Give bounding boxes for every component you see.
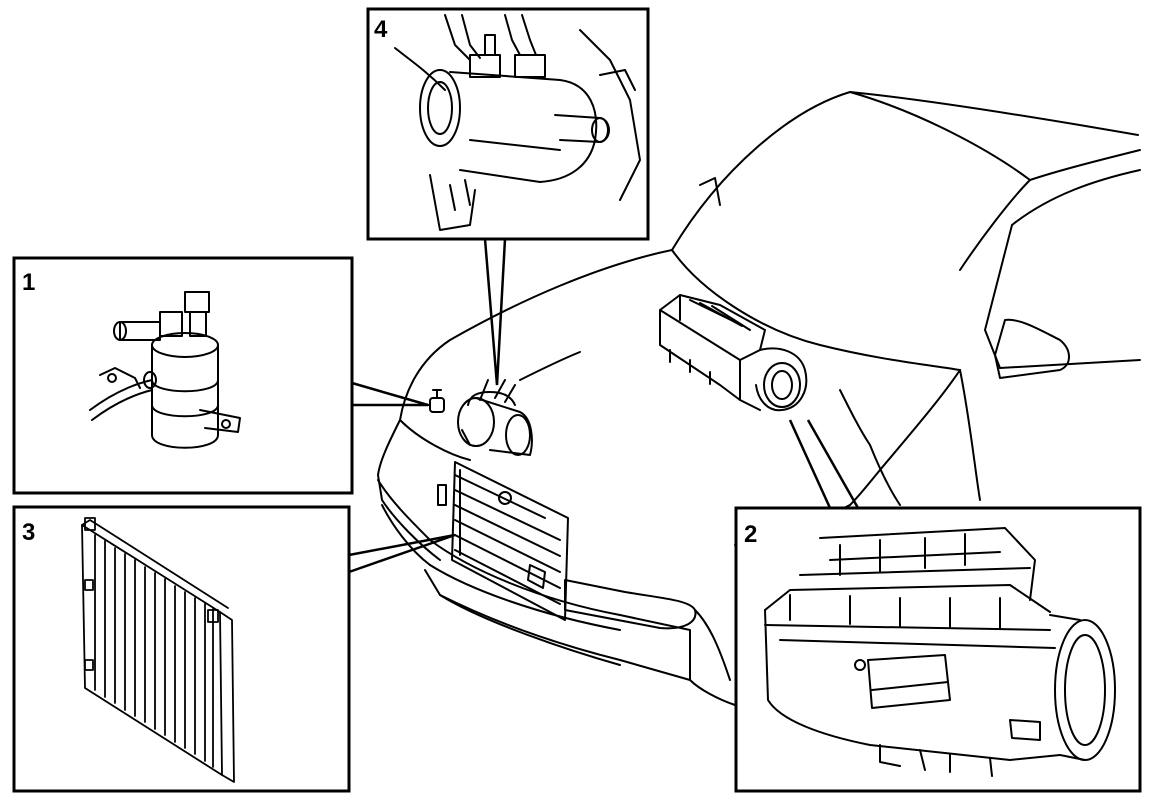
receiver-drier-drawing — [89, 291, 241, 449]
condenser-in-car — [437, 461, 569, 621]
panel-2-pointer — [788, 419, 860, 509]
compressor-drawing — [394, 14, 641, 231]
panel-1-pointer — [351, 381, 429, 407]
evaporator-in-car — [659, 294, 808, 412]
panel-4-pointer — [483, 238, 507, 386]
condenser-drawing — [81, 517, 235, 783]
panel-receiver-drier: 1 — [12, 256, 429, 495]
panel-4-number: 4 — [374, 16, 388, 43]
drier-in-car — [423, 389, 445, 413]
car-illustration — [377, 91, 1141, 706]
panel-compressor: 4 — [366, 7, 650, 386]
panel-3-pointer — [348, 533, 456, 574]
panel-1-number: 1 — [22, 269, 35, 296]
compressor-in-car — [457, 379, 533, 456]
panel-3-number: 3 — [22, 519, 35, 546]
panel-condenser: 3 — [12, 505, 456, 793]
panel-2-number: 2 — [744, 521, 757, 548]
panel-evaporator-housing: 2 — [734, 419, 1142, 793]
evaporator-housing-drawing — [764, 527, 1116, 777]
